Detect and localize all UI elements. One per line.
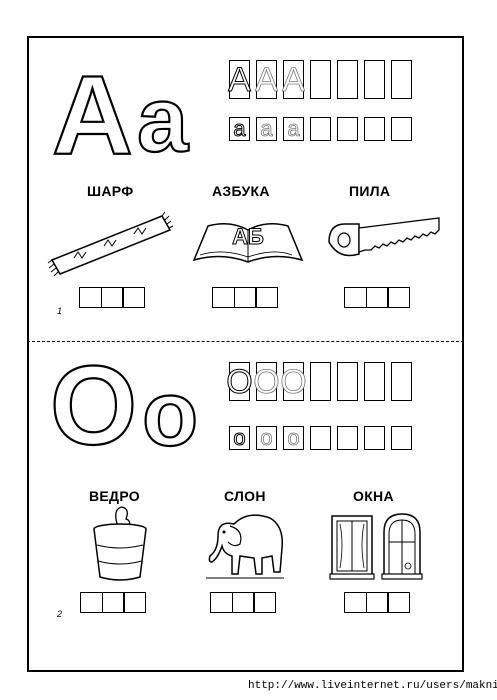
answer-box[interactable] — [210, 592, 233, 613]
answer-boxes — [80, 592, 146, 613]
answer-box[interactable] — [344, 592, 367, 613]
word-label: ПИЛА — [349, 183, 391, 199]
big-lower-letter-o: о — [141, 363, 199, 465]
big-upper-letter-o: О — [49, 343, 138, 468]
trace-cell[interactable]: О — [280, 362, 307, 401]
empty-cell[interactable] — [391, 60, 412, 99]
trace-cell[interactable]: О — [226, 362, 253, 401]
answer-box[interactable] — [365, 287, 389, 308]
empty-cell[interactable] — [364, 426, 385, 450]
page-number: 1 — [57, 306, 63, 316]
word-label: ВЕДРО — [89, 488, 140, 504]
answer-box[interactable] — [387, 592, 410, 613]
upper-trace-row-o: О О О — [226, 362, 412, 401]
trace-cell[interactable]: А — [255, 60, 278, 99]
answer-boxes — [210, 592, 276, 613]
answer-box[interactable] — [387, 287, 410, 308]
answer-box[interactable] — [212, 287, 235, 308]
trace-cell[interactable]: а — [229, 117, 250, 141]
empty-cell[interactable] — [310, 426, 331, 450]
answer-boxes — [344, 287, 410, 308]
answer-box[interactable] — [253, 592, 276, 613]
empty-cell[interactable] — [337, 362, 358, 401]
empty-cell[interactable] — [364, 117, 385, 141]
answer-box[interactable] — [365, 592, 389, 613]
word-label: АЗБУКА — [212, 183, 270, 199]
page-number: 2 — [57, 609, 63, 619]
section-divider — [27, 341, 464, 342]
answer-box[interactable] — [122, 287, 145, 308]
answer-boxes — [344, 592, 410, 613]
answer-box[interactable] — [233, 287, 257, 308]
trace-cell[interactable]: А — [228, 60, 251, 99]
upper-trace-row-a: А А А — [228, 60, 412, 99]
big-lower-letter-a: а — [136, 69, 189, 171]
empty-cell[interactable] — [337, 60, 358, 99]
trace-cell[interactable]: о — [283, 426, 304, 450]
empty-cell[interactable] — [391, 362, 412, 401]
empty-cell[interactable] — [337, 426, 358, 450]
trace-cell[interactable]: А — [282, 60, 305, 99]
book-icon: АБ — [192, 223, 304, 263]
source-url: http://www.liveinternet.ru/users/maknika… — [248, 680, 497, 692]
answer-box[interactable] — [344, 287, 367, 308]
empty-cell[interactable] — [310, 117, 331, 141]
empty-cell[interactable] — [391, 426, 412, 450]
word-label: ОКНА — [353, 488, 394, 504]
answer-box[interactable] — [80, 592, 103, 613]
lower-trace-row-o: о о о — [229, 426, 412, 450]
answer-box[interactable] — [100, 287, 124, 308]
empty-cell[interactable] — [364, 60, 385, 99]
empty-cell[interactable] — [364, 362, 385, 401]
empty-cell[interactable] — [310, 362, 331, 401]
elephant-icon — [206, 514, 284, 579]
worksheet-frame — [27, 36, 464, 672]
answer-box[interactable] — [101, 592, 125, 613]
trace-cell[interactable]: а — [256, 117, 277, 141]
lower-trace-row-a: а а а — [229, 117, 412, 141]
trace-cell[interactable]: о — [229, 426, 250, 450]
empty-cell[interactable] — [337, 117, 358, 141]
window-icon — [329, 513, 423, 580]
trace-cell[interactable]: О — [253, 362, 280, 401]
svg-text:АБ: АБ — [232, 224, 264, 249]
answer-box[interactable] — [231, 592, 255, 613]
answer-boxes — [79, 287, 145, 308]
answer-boxes — [212, 287, 278, 308]
word-label: ШАРФ — [87, 183, 134, 199]
answer-box[interactable] — [123, 592, 146, 613]
saw-icon — [328, 217, 440, 257]
word-label: СЛОН — [224, 488, 266, 504]
empty-cell[interactable] — [391, 117, 412, 141]
empty-cell[interactable] — [310, 60, 331, 99]
big-upper-letter-a: А — [51, 53, 134, 178]
answer-box[interactable] — [79, 287, 102, 308]
answer-box[interactable] — [255, 287, 278, 308]
trace-cell[interactable]: а — [283, 117, 304, 141]
trace-cell[interactable]: о — [256, 426, 277, 450]
bucket-icon — [93, 506, 147, 581]
scarf-icon — [47, 211, 174, 277]
